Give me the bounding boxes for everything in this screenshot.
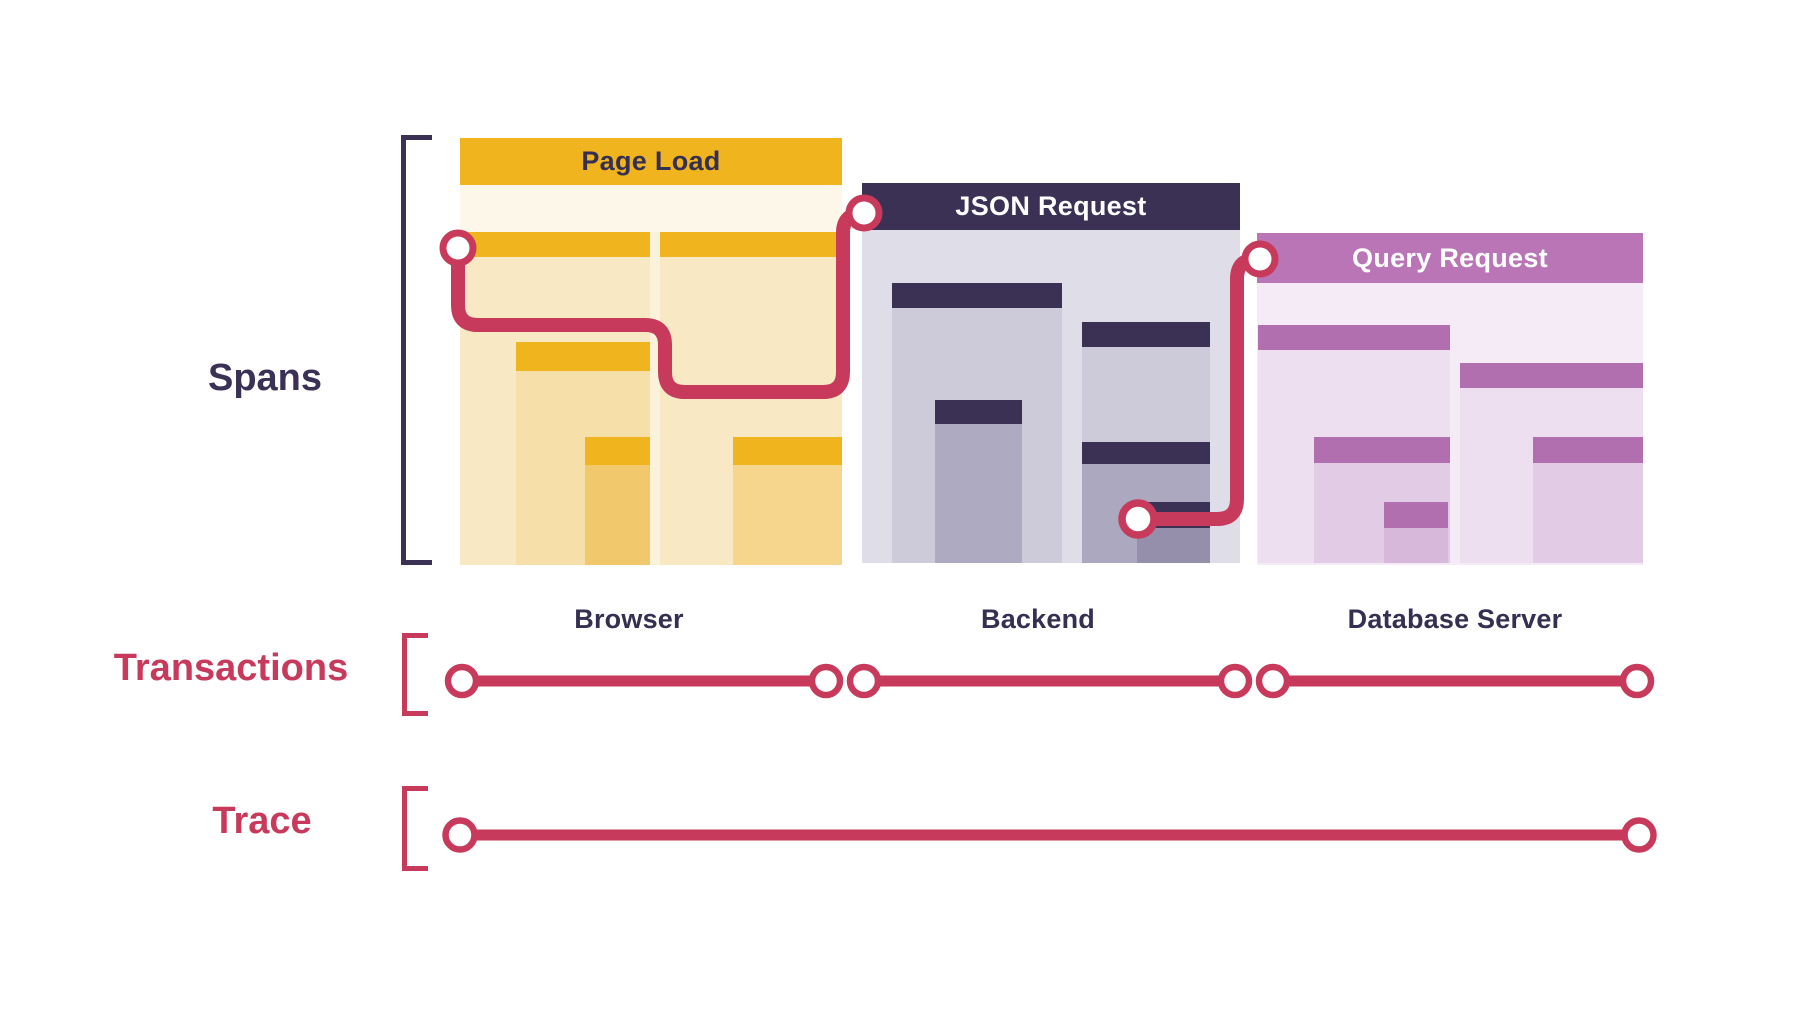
span-bar [1533, 437, 1643, 463]
span-bar [1082, 442, 1210, 464]
span-body [585, 465, 650, 565]
span-gap [460, 185, 842, 232]
span-bar [460, 232, 650, 257]
span-bar [660, 232, 842, 257]
span-body [1533, 463, 1643, 563]
transactions-bracket [402, 633, 428, 716]
panel-page-load: Page Load [460, 138, 842, 565]
panel-title-page-load: Page Load [460, 138, 842, 185]
spans-bracket [401, 135, 432, 565]
trace-bracket [402, 786, 428, 871]
trace-label: Trace [212, 800, 312, 842]
span-body [1384, 528, 1448, 563]
browser-label: Browser [574, 604, 684, 634]
transaction-endpoint [1217, 663, 1253, 699]
span-bar [733, 437, 842, 465]
trace-endpoint [442, 817, 478, 853]
panel-query-request: Query Request [1257, 233, 1643, 565]
span-body [1082, 347, 1210, 442]
page-load-body [460, 185, 842, 565]
transaction-endpoint [444, 663, 480, 699]
json-request-body [862, 230, 1240, 563]
span-body [1137, 528, 1210, 563]
query-request-body [1257, 283, 1643, 565]
span-bar [1384, 502, 1448, 528]
transaction-endpoint [1255, 663, 1291, 699]
transaction-endpoint [1619, 663, 1655, 699]
panel-title-json-request: JSON Request [862, 183, 1240, 230]
transaction-endpoint [808, 663, 844, 699]
span-bar [585, 437, 650, 465]
span-bar [935, 400, 1022, 424]
span-bar [1137, 502, 1210, 528]
span-bar [1258, 325, 1450, 350]
panel-title-query-request: Query Request [1257, 233, 1643, 283]
span-bar [1314, 437, 1450, 463]
spans-label: Spans [207, 357, 323, 399]
database-server-label: Database Server [1347, 604, 1563, 634]
span-bar [1460, 363, 1643, 388]
panel-json-request: JSON Request [862, 183, 1240, 563]
trace-endpoint [1621, 817, 1657, 853]
span-body [935, 424, 1022, 563]
span-bar [1082, 322, 1210, 347]
span-bar [516, 342, 650, 371]
span-bar [892, 283, 1062, 308]
span-body [733, 465, 842, 565]
transactions-label: Transactions [113, 647, 349, 689]
backend-label: Backend [981, 604, 1095, 634]
transaction-endpoint [846, 663, 882, 699]
